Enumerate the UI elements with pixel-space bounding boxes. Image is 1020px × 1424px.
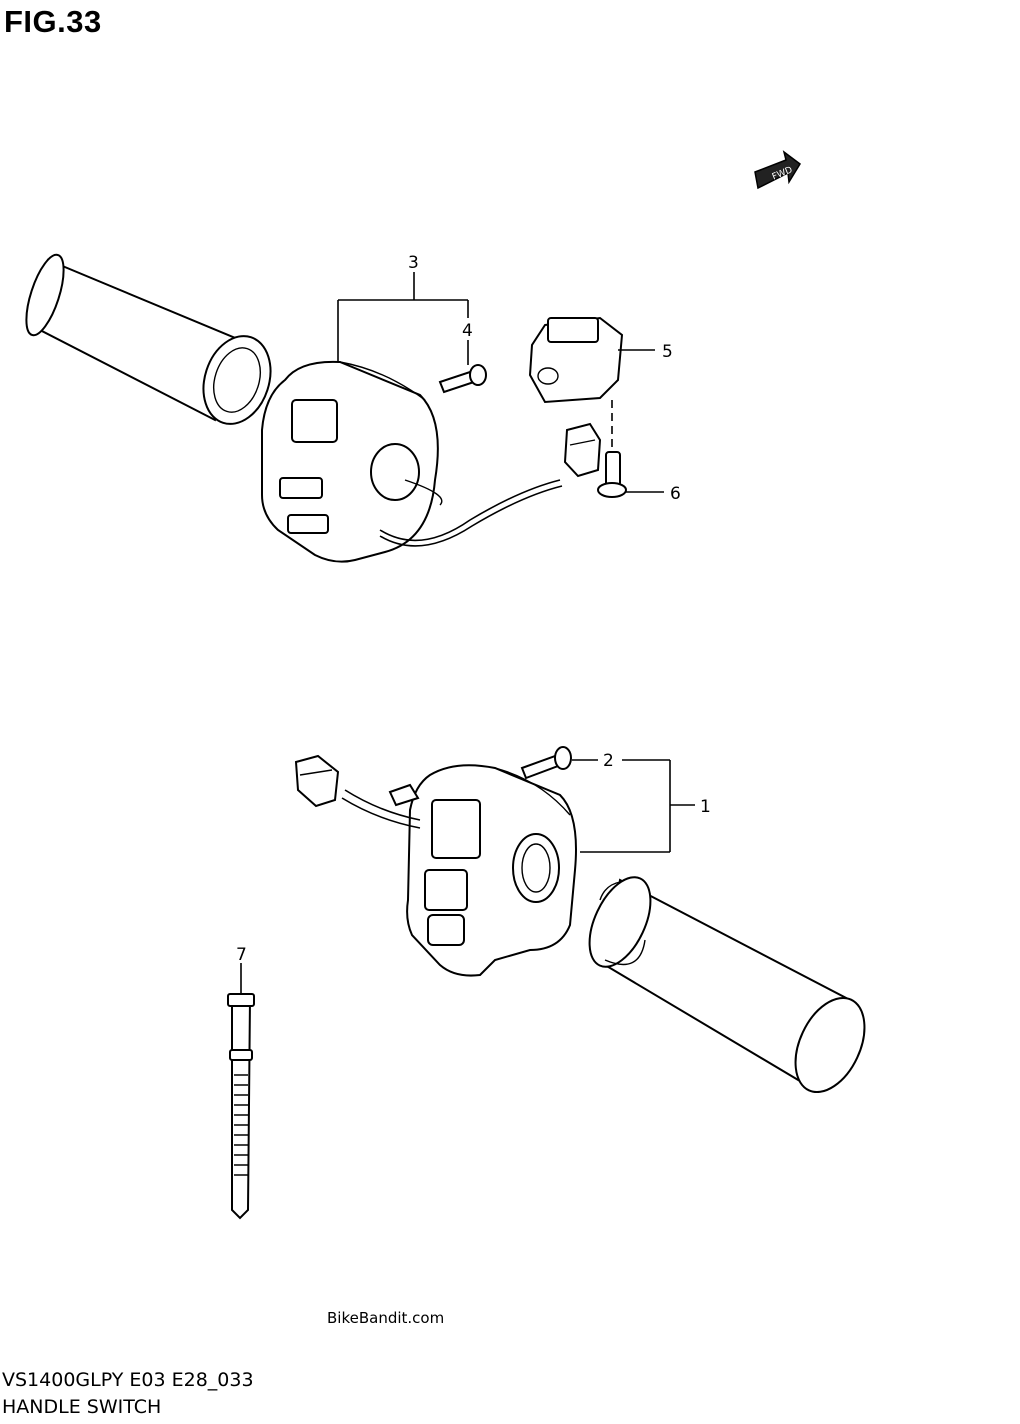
right-throttle-grip — [588, 876, 866, 1094]
callout-3: 3 — [408, 253, 419, 273]
model-code: VS1400GLPY E03 E28_033 — [2, 1369, 254, 1391]
figure-title: FIG.33 — [4, 4, 102, 39]
clutch-switch-5 — [528, 316, 624, 404]
callout-2: 2 — [603, 751, 614, 771]
cable-tie-7 — [227, 993, 255, 1220]
watermark-text: BikeBandit.com — [327, 1309, 445, 1327]
fwd-arrow-icon: FWD — [754, 150, 801, 190]
diagram-caption: HANDLE SWITCH — [2, 1396, 162, 1418]
screw-4 — [438, 364, 487, 394]
screw-6 — [597, 451, 627, 498]
left-grip — [25, 253, 272, 425]
left-connector — [563, 422, 602, 478]
screw-2 — [520, 746, 572, 780]
callout-1: 1 — [700, 797, 711, 817]
right-switch-housing — [341, 764, 577, 977]
callout-4: 4 — [462, 321, 473, 341]
right-connector — [294, 754, 340, 808]
callout-7: 7 — [236, 945, 247, 965]
callout-6: 6 — [670, 484, 681, 504]
left-switch-housing — [261, 360, 563, 563]
leader-lines — [240, 272, 695, 994]
callout-5: 5 — [662, 342, 673, 362]
